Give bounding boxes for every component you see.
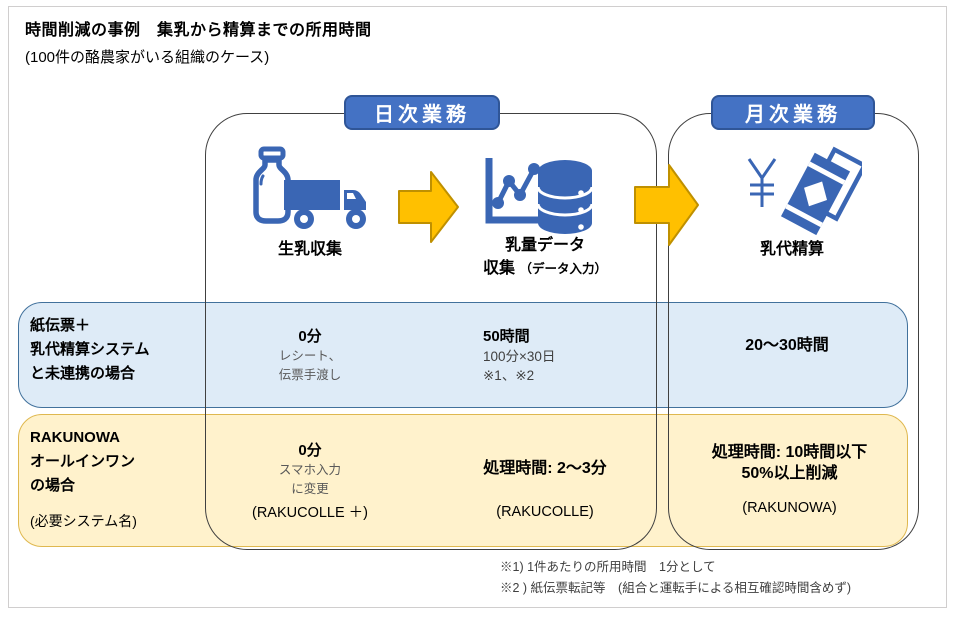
page-title: 時間削減の事例 集乳から精算までの所用時間	[25, 22, 372, 39]
row-label-line: オールインワン	[30, 453, 136, 470]
step-label-text: 乳代精算	[759, 241, 824, 258]
row-label-rakunowa: RAKUNOWA オールインワン の場合	[30, 426, 135, 498]
milk-bottle-icon	[253, 146, 291, 224]
cell-time: 処理時間: 2〜3分	[483, 460, 607, 477]
step-label-milk-collection: 生乳収集	[250, 238, 370, 261]
chart-icon	[485, 158, 542, 224]
cell-rakunowa-data-collection: 処理時間: 2〜3分 (RAKUCOLLE)	[455, 458, 635, 520]
cell-detail: 伝票手渡し	[278, 368, 342, 382]
cell-detail: に変更	[291, 482, 329, 496]
row-label-line: 紙伝票＋	[30, 317, 91, 334]
database-icon	[536, 160, 594, 234]
row-label-note-rakunowa: (必要システム名)	[30, 513, 137, 529]
cell-system-name: (RAKUCOLLE)	[496, 504, 594, 520]
outer-frame	[8, 6, 947, 608]
step-label-line2: 収集	[483, 260, 516, 277]
footnotes: ※1) 1件あたりの所用時間 1分として ※2 ) 紙伝票転記等 (組合と運転手…	[500, 557, 851, 599]
page-subtitle: (100件の酪農家がいる組織のケース)	[25, 49, 270, 66]
step-label-milk-data-collection: 乳量データ 収集 （データ入力）	[455, 234, 635, 281]
step-label-line1: 乳量データ	[504, 237, 585, 254]
cell-system-name: (RAKUNOWA)	[742, 500, 837, 516]
row-label-line: の場合	[30, 477, 76, 494]
row-rakunowa-band	[18, 414, 908, 547]
cell-time: 処理時間: 10時間以下	[711, 444, 868, 461]
row-label-line: RAKUNOWA	[30, 429, 120, 446]
footnote-1: ※1) 1件あたりの所用時間 1分として	[500, 560, 716, 574]
step-label-note: （データ入力）	[519, 262, 607, 276]
cell-detail: レシート、	[278, 349, 342, 363]
cell-system-name: (RAKUCOLLE ＋)	[251, 505, 369, 521]
cell-rakunowa-settlement: 処理時間: 10時間以下 50%以上削減 (RAKUNOWA)	[677, 442, 902, 516]
cell-time: 50時間	[483, 328, 530, 345]
cell-reduction: 50%以上削減	[741, 465, 838, 482]
cell-paper-settlement: 20〜30時間	[687, 335, 887, 356]
daily-operations-badge: 日次業務	[344, 95, 500, 130]
cell-detail: ※1、※2	[483, 368, 535, 383]
cell-paper-milk-collection: 0分 レシート、 伝票手渡し	[230, 326, 390, 385]
monthly-operations-badge: 月次業務	[711, 95, 875, 130]
yen-icon	[747, 158, 777, 207]
row-paper-slip-band	[18, 302, 908, 408]
footnote-2: ※2 ) 紙伝票転記等 (組合と運転手による相互確認時間含めず)	[500, 581, 852, 595]
truck-icon	[284, 180, 366, 229]
step-label-text: 生乳収集	[277, 241, 342, 258]
arrow-right-icon	[398, 171, 459, 243]
row-label-line: 乳代精算システム	[30, 341, 150, 358]
cell-time: 0分	[298, 442, 322, 459]
step-label-milk-payment-settlement: 乳代精算	[732, 238, 852, 261]
cell-paper-data-collection: 50時間 100分×30日 ※1、※2	[483, 326, 643, 385]
banknote-icon	[780, 146, 862, 236]
row-label-line: と未連携の場合	[30, 365, 136, 382]
cell-detail: 100分×30日	[483, 349, 556, 364]
cell-time: 0分	[298, 328, 322, 345]
cell-detail: スマホ入力	[278, 463, 342, 477]
row-label-paper-slip: 紙伝票＋ 乳代精算システム と未連携の場合	[30, 314, 150, 386]
cell-rakunowa-milk-collection: 0分 スマホ入力 に変更 (RAKUCOLLE ＋)	[230, 440, 390, 522]
cell-time: 20〜30時間	[745, 337, 829, 354]
arrow-right-icon	[634, 164, 699, 246]
